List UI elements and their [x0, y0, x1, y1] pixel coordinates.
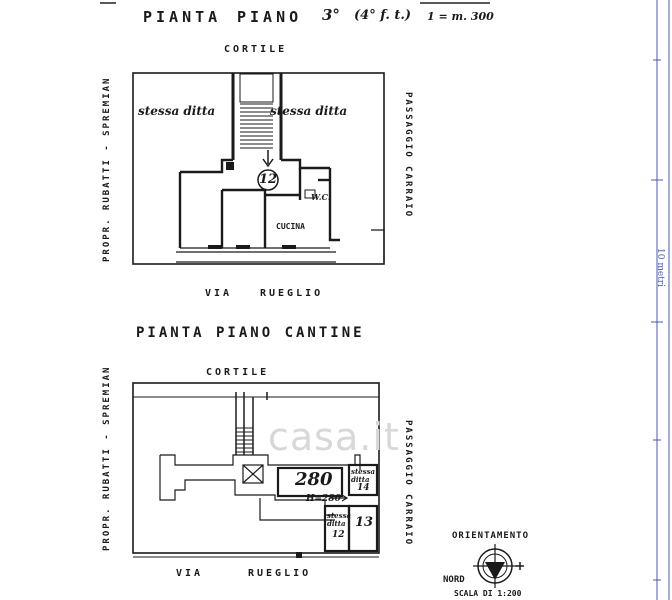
compass-tick-right	[516, 562, 524, 570]
lower-plan-boundary	[132, 382, 380, 554]
orientation-scale: SCALA DI 1:200	[454, 589, 522, 598]
upper-stair-void	[239, 73, 274, 103]
lower-east-label: PASSAGGIO CARRAIO	[403, 420, 413, 547]
upper-shaft	[226, 162, 234, 170]
scale-ruler-label: 10 metri	[655, 248, 665, 287]
upper-south-label-via: VIA	[205, 288, 233, 299]
upper-right-wing: stessa ditta	[270, 104, 348, 118]
north-compass	[473, 544, 517, 588]
lower-arrow-14	[330, 494, 349, 502]
upper-plan-boundary	[132, 72, 385, 265]
watermark-logo: casa.it	[268, 415, 400, 459]
lower-stair-treads	[236, 427, 253, 453]
upper-left-wing: stessa ditta	[138, 104, 216, 118]
upper-west-label: PROPR. RUBATTI - SPREMIAN	[102, 76, 112, 262]
upper-kitchen-label: CUCINA	[276, 222, 305, 231]
upper-floor-note: (4° f. t.)	[354, 8, 412, 23]
lower-title: PIANTA PIANO CANTINE	[136, 325, 365, 341]
lower-lift-box	[242, 464, 264, 484]
lower-street-mark	[296, 552, 302, 558]
orientation-north-label: NORD	[443, 575, 465, 585]
upper-title-pianta: PIANTA	[143, 8, 222, 26]
upper-scale-note: 1 = m. 300	[427, 10, 494, 23]
upper-east-annex	[371, 229, 385, 262]
upper-title-piano: PIANO	[237, 8, 303, 26]
lower-cellar-13-number: 13	[355, 515, 374, 530]
upper-entry-arrow	[262, 150, 274, 168]
upper-wc-label: W.C.	[311, 192, 331, 202]
lower-cellar-280	[276, 466, 344, 498]
lower-height-note: H=280	[306, 494, 341, 504]
lower-cellar-14-number: 14	[357, 483, 370, 493]
lower-cellar-14	[347, 463, 379, 497]
upper-street-facade	[176, 245, 336, 263]
lower-south-label-street: RUEGLIO	[248, 568, 312, 579]
upper-unit-circle	[257, 169, 279, 191]
lower-plan	[132, 382, 380, 558]
upper-north-label: CORTILE	[224, 44, 288, 55]
lower-cellar-13	[347, 504, 379, 553]
lower-stair-core	[235, 392, 268, 455]
upper-unit-number: 12	[259, 172, 278, 187]
upper-floor-number: 3°	[322, 6, 340, 24]
upper-plan	[132, 72, 385, 265]
lower-cellar-12-number: 12	[332, 530, 345, 540]
lower-cellar-14-owner: stessa ditta	[351, 467, 376, 484]
lower-south-label-via: VIA	[176, 568, 204, 579]
upper-stair-treads	[240, 103, 273, 149]
upper-south-label-street: RUEGLIO	[260, 288, 324, 299]
lower-cellar-280-label: 280	[295, 469, 333, 490]
upper-wc-box	[304, 189, 316, 199]
scale-ruler	[651, 0, 663, 600]
upper-stair-core	[231, 73, 283, 160]
upper-east-label: PASSAGGIO CARRAIO	[403, 92, 413, 219]
lower-cellar-12-owner: stessa ditta	[327, 511, 352, 528]
lower-corridor	[159, 454, 361, 521]
lower-west-label: PROPR. RUBATTI - SPREMIAN	[102, 365, 112, 551]
lower-north-label: CORTILE	[206, 367, 270, 378]
orientation-title: ORIENTAMENTO	[452, 531, 530, 541]
